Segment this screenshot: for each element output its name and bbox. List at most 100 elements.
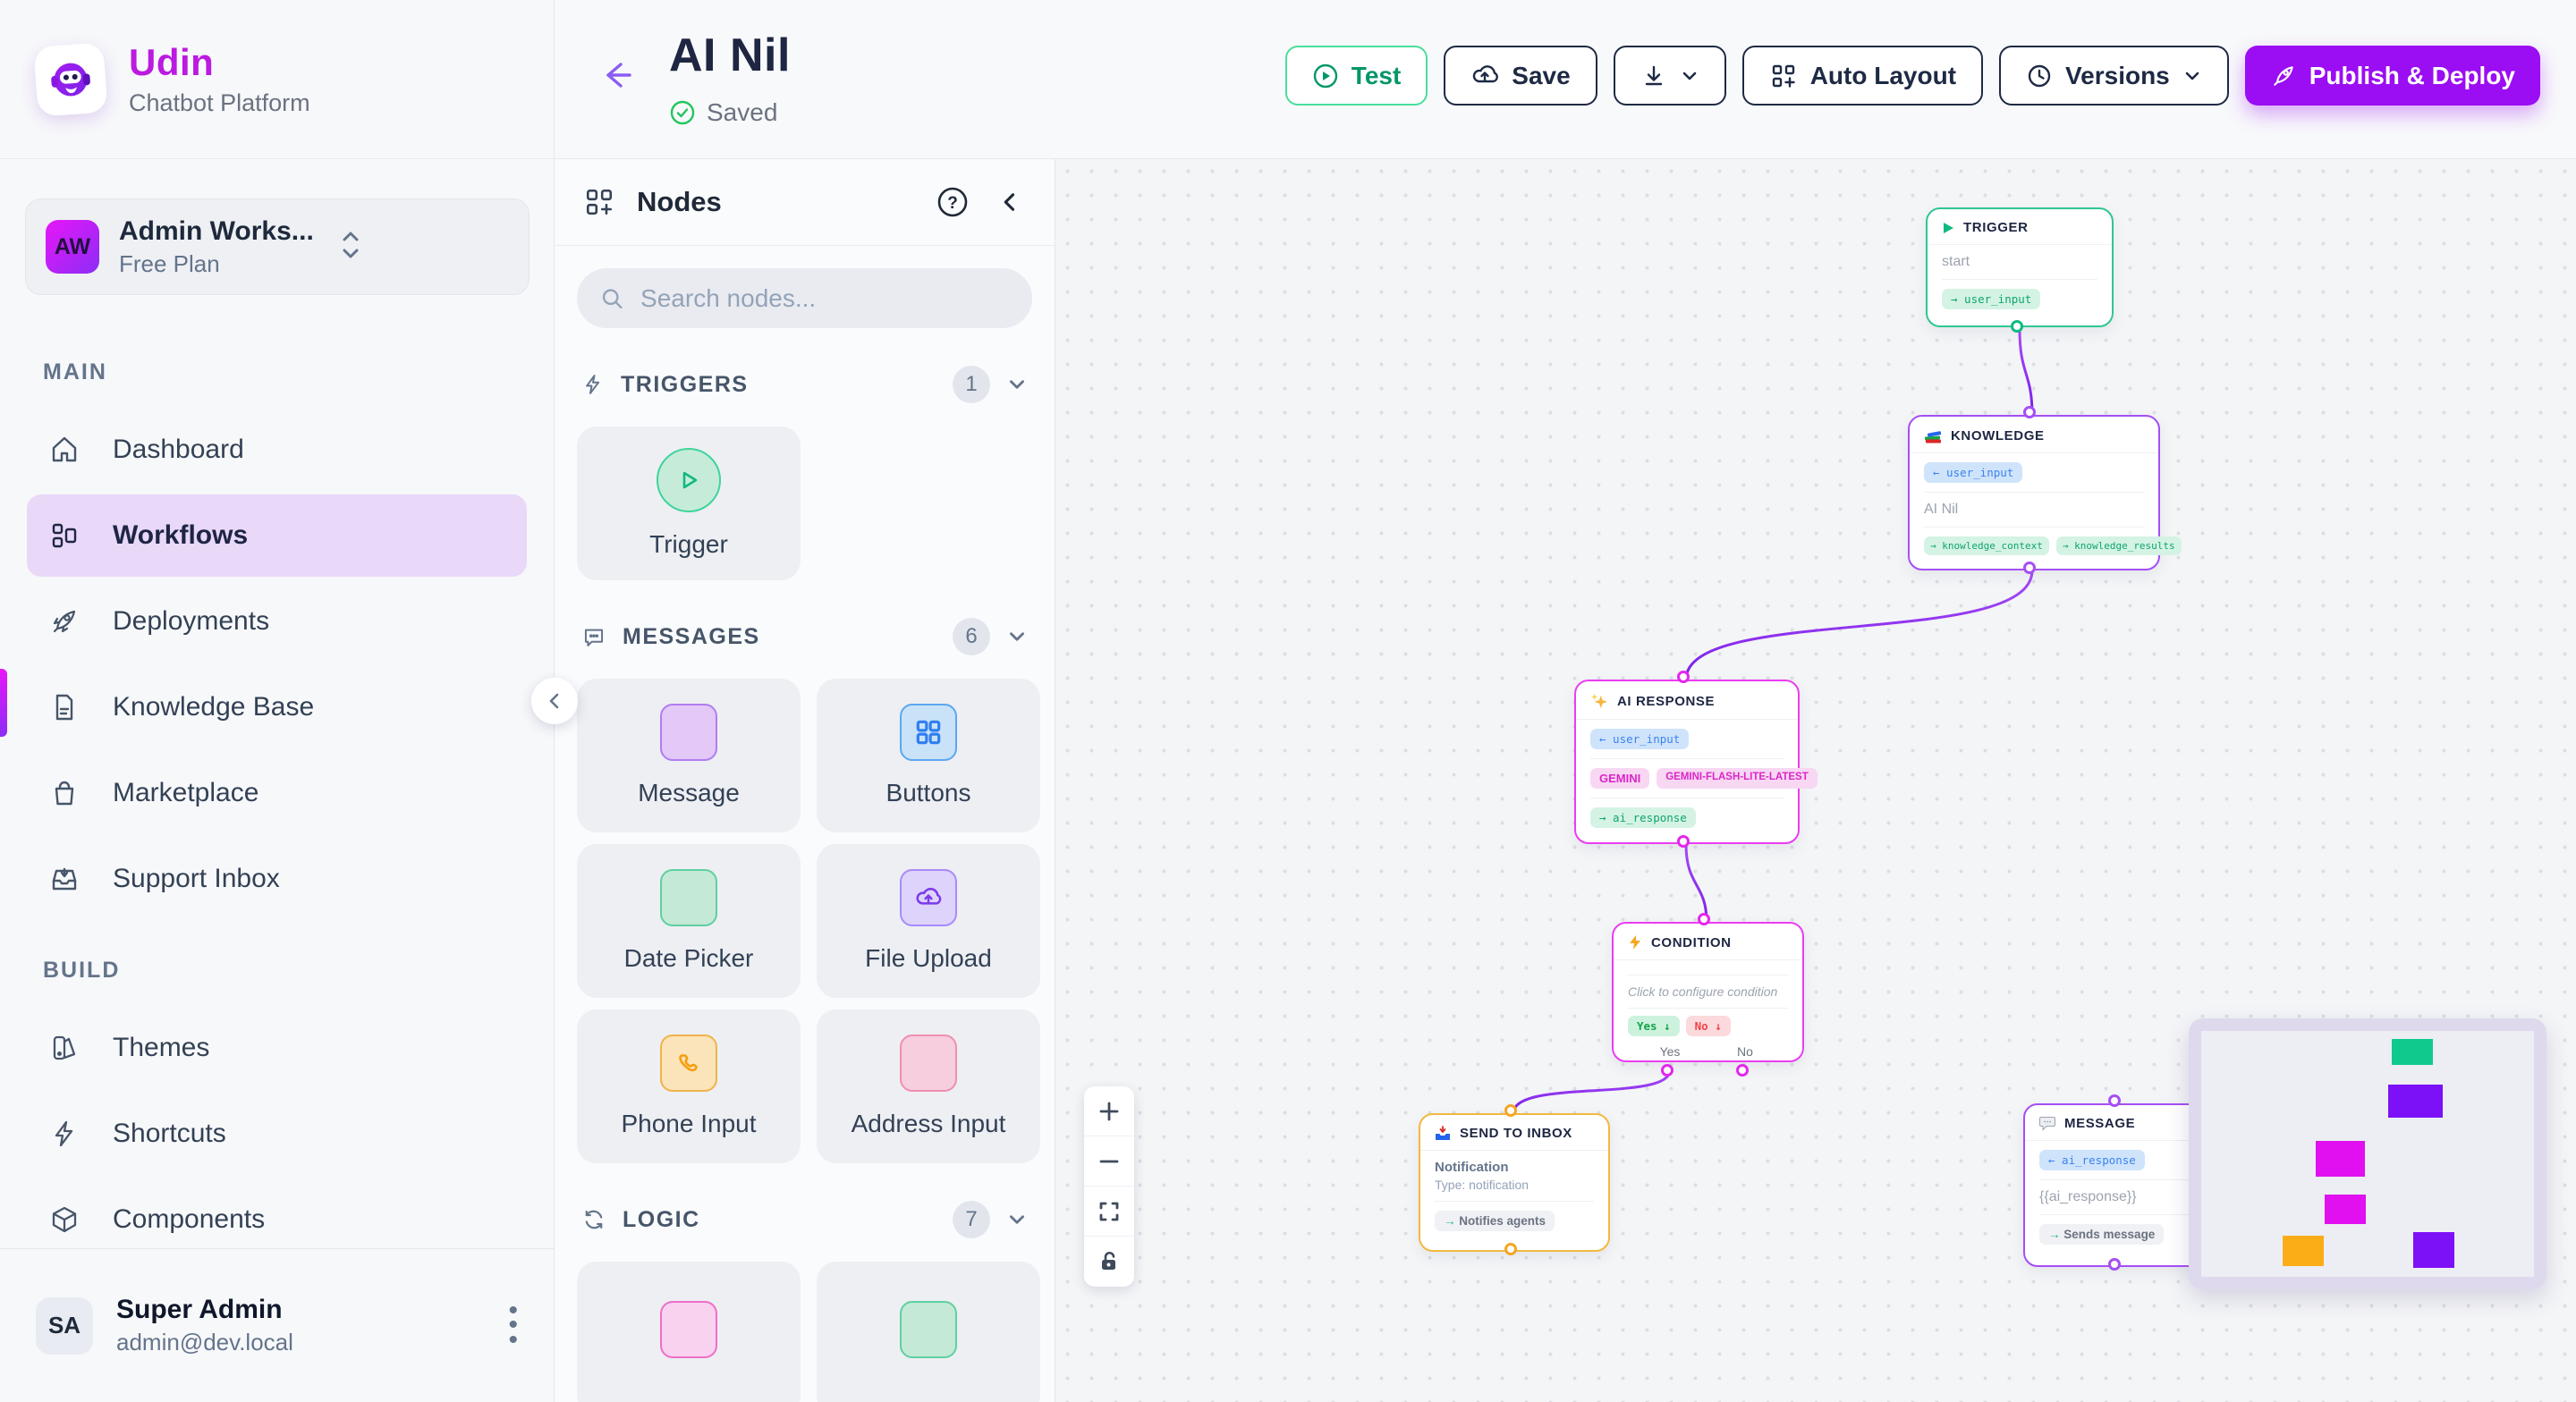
port-knowledge-out[interactable] xyxy=(2023,562,2036,574)
category-label: MESSAGES xyxy=(623,623,760,649)
shopping-bag-icon xyxy=(48,777,80,809)
node-tile-buttons[interactable]: Buttons xyxy=(817,679,1040,832)
zoom-in-button[interactable] xyxy=(1084,1086,1134,1136)
sidebar: Udin Chatbot Platform AW Admin Works... … xyxy=(0,0,555,1402)
back-button[interactable] xyxy=(597,55,637,99)
port-ai-out[interactable] xyxy=(1677,835,1690,848)
document-icon xyxy=(48,691,80,723)
minimap-node-ai-response xyxy=(2316,1141,2365,1177)
node-tile-phone-input[interactable]: Phone Input xyxy=(577,1009,801,1163)
nav-section-build: BUILD xyxy=(43,958,121,983)
app-logo-icon xyxy=(33,41,108,117)
chevron-down-icon[interactable] xyxy=(1006,626,1028,647)
category-messages[interactable]: MESSAGES 6 xyxy=(555,618,1055,655)
node-ai-response[interactable]: AI RESPONSE ← user_input GEMINI GEMINI-F… xyxy=(1574,680,1818,844)
node-tile-address-input[interactable]: Address Input xyxy=(817,1009,1040,1163)
node-send-to-inbox[interactable]: SEND TO INBOX Notification Type: notific… xyxy=(1419,1113,1610,1252)
port-condition-yes[interactable] xyxy=(1661,1064,1674,1077)
user-avatar: SA xyxy=(36,1296,93,1355)
user-menu-button[interactable]: ••• xyxy=(508,1295,518,1355)
port-knowledge-in[interactable] xyxy=(2023,406,2036,418)
svg-text:?: ? xyxy=(947,194,958,213)
node-tile-partial-left[interactable] xyxy=(577,1262,801,1402)
node-tile-message[interactable]: Message xyxy=(577,679,801,832)
node-tile-trigger[interactable]: Trigger xyxy=(577,427,801,580)
speech-bubble-icon xyxy=(2039,1117,2055,1131)
tile-label: Buttons xyxy=(886,779,971,807)
workflow-canvas[interactable]: TRIGGER start → user_input KNOWLEDGE ← u… xyxy=(1055,159,2576,1402)
help-icon[interactable]: ? xyxy=(933,182,972,222)
port-inbox-in[interactable] xyxy=(1504,1104,1517,1117)
canvas-controls xyxy=(1084,1086,1134,1287)
chevron-down-icon[interactable] xyxy=(1006,1209,1028,1230)
play-circle-icon xyxy=(1313,63,1337,88)
palette-icon xyxy=(48,1032,80,1064)
minimap[interactable] xyxy=(2189,1018,2546,1289)
input-variable-pill: ← ai_response xyxy=(2039,1150,2145,1170)
inbox-action-pill: → Notifies agents xyxy=(1435,1211,1555,1231)
fit-view-button[interactable] xyxy=(1084,1187,1134,1237)
node-trigger[interactable]: TRIGGER start → user_input xyxy=(1926,207,2114,327)
sidebar-item-support-inbox[interactable]: Support Inbox xyxy=(27,838,527,920)
port-message-out[interactable] xyxy=(2108,1258,2121,1271)
versions-dropdown-button[interactable]: Versions xyxy=(1999,46,2229,106)
chat-bubble-icon xyxy=(584,629,604,646)
workspace-avatar: AW xyxy=(46,220,99,274)
category-triggers[interactable]: TRIGGERS 1 xyxy=(555,366,1055,403)
sidebar-item-dashboard[interactable]: Dashboard xyxy=(27,409,527,491)
auto-layout-button[interactable]: Auto Layout xyxy=(1741,46,1984,106)
category-count-badge: 6 xyxy=(953,618,990,655)
port-condition-in[interactable] xyxy=(1698,913,1710,925)
sidebar-item-knowledge-base[interactable]: Knowledge Base xyxy=(27,666,527,748)
sidebar-item-components[interactable]: Components xyxy=(27,1178,527,1261)
node-tile-partial-right[interactable] xyxy=(817,1262,1040,1402)
sidebar-item-deployments[interactable]: Deployments xyxy=(27,580,527,663)
search-input[interactable] xyxy=(640,283,1009,313)
publish-deploy-button[interactable]: Publish & Deploy xyxy=(2244,46,2540,106)
trigger-play-icon xyxy=(657,448,721,512)
yes-port-label: Yes xyxy=(1659,1044,1681,1059)
model-name-pill: GEMINI-FLASH-LITE-LATEST xyxy=(1657,768,1818,789)
sidebar-item-label: Shortcuts xyxy=(113,1119,226,1148)
sidebar-collapse-button[interactable] xyxy=(531,678,578,724)
page-title: AI Nil xyxy=(669,30,791,81)
topbar: AI Nil Saved Test Save Auto Layout Versi… xyxy=(555,0,2576,159)
node-knowledge[interactable]: KNOWLEDGE ← user_input AI Nil → knowledg… xyxy=(1908,415,2182,570)
node-message[interactable]: MESSAGE ← ai_response {{ai_response}} → … xyxy=(2023,1103,2211,1267)
category-count-badge: 1 xyxy=(953,366,990,403)
sidebar-item-workflows[interactable]: Workflows xyxy=(27,494,527,577)
rocket-icon xyxy=(48,605,80,638)
save-button[interactable]: Save xyxy=(1444,46,1597,106)
logic-node-icon xyxy=(660,1301,717,1358)
minimap-node-inbox xyxy=(2283,1236,2324,1266)
port-condition-no[interactable] xyxy=(1736,1064,1749,1077)
lock-button[interactable] xyxy=(1084,1237,1134,1287)
node-title: MESSAGE xyxy=(2064,1116,2136,1131)
workspace-switcher[interactable]: AW Admin Works... Free Plan xyxy=(25,198,530,295)
port-trigger-out[interactable] xyxy=(2011,320,2023,333)
port-inbox-out[interactable] xyxy=(1504,1243,1517,1255)
chevron-down-icon[interactable] xyxy=(1006,374,1028,395)
node-tile-file-upload[interactable]: File Upload xyxy=(817,844,1040,998)
export-dropdown-button[interactable] xyxy=(1613,46,1726,106)
panel-collapse-icon[interactable] xyxy=(990,182,1030,222)
zoom-out-button[interactable] xyxy=(1084,1136,1134,1187)
sidebar-item-marketplace[interactable]: Marketplace xyxy=(27,752,527,834)
sidebar-item-shortcuts[interactable]: Shortcuts xyxy=(27,1093,527,1175)
category-logic[interactable]: LOGIC 7 xyxy=(555,1201,1055,1238)
check-circle-icon xyxy=(670,100,695,125)
refresh-icon xyxy=(585,1210,603,1229)
port-ai-in[interactable] xyxy=(1677,671,1690,683)
port-message-in[interactable] xyxy=(2108,1094,2121,1107)
workspace-plan: Free Plan xyxy=(119,249,220,277)
node-condition[interactable]: CONDITION Click to configure condition Y… xyxy=(1612,922,1804,1062)
sidebar-item-themes[interactable]: Themes xyxy=(27,1007,527,1089)
test-button[interactable]: Test xyxy=(1284,46,1428,106)
tile-label: Message xyxy=(638,779,740,807)
node-tile-date-picker[interactable]: Date Picker xyxy=(577,844,801,998)
buttons-node-icon xyxy=(900,704,957,761)
user-email: admin@dev.local xyxy=(116,1329,293,1356)
category-count-badge: 7 xyxy=(953,1201,990,1238)
sidebar-item-label: Deployments xyxy=(113,606,270,636)
node-body-text: {{ai_response}} xyxy=(2039,1189,2137,1204)
